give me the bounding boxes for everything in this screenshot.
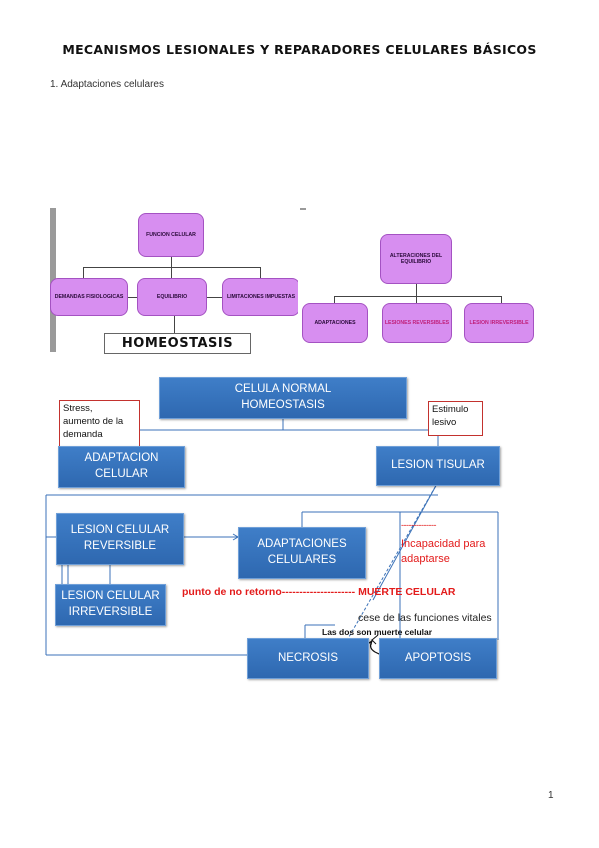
page-title: MECANISMOS LESIONALES Y REPARADORES CELU…	[62, 42, 537, 57]
homeostasis-label: HOMEOSTASIS	[104, 333, 251, 354]
lesiones-reversibles-box: LESIONES REVERSIBLES	[382, 303, 452, 343]
las-dos-text: Las dos son muerte celular	[322, 627, 433, 637]
alteraciones-box: ALTERACIONES DEL EQUILIBRIO	[380, 234, 452, 284]
lesion-tisular-box: LESION TISULAR	[376, 446, 500, 486]
necrosis-box: NECROSIS	[247, 638, 369, 679]
adaptaciones-box: ADAPTACIONES	[302, 303, 368, 343]
funcion-celular-box: FUNCION CELULAR	[138, 213, 204, 257]
section-heading: 1. Adaptaciones celulares	[50, 79, 164, 90]
homeostasis-diagram: FUNCION CELULAR DEMANDAS FISIOLOGICAS EQ…	[50, 208, 306, 352]
cese-text: cese de las funciones vitales	[358, 612, 492, 624]
lesion-irreversible-box: LESION IRREVERSIBLE	[464, 303, 534, 343]
punto-no-retorno-text: punto de no retorno---------------------…	[182, 586, 456, 598]
apoptosis-box: APOPTOSIS	[379, 638, 497, 679]
alteraciones-diagram: ALTERACIONES DEL EQUILIBRIO ADAPTACIONES…	[298, 210, 540, 352]
page-number: 1	[548, 790, 554, 801]
dashes-text: --------------	[401, 520, 436, 530]
limitaciones-box: LIMITACIONES IMPUESTAS	[222, 278, 300, 316]
demandas-box: DEMANDAS FISIOLOGICAS	[50, 278, 128, 316]
equilibrio-box: EQUILIBRIO	[137, 278, 207, 316]
